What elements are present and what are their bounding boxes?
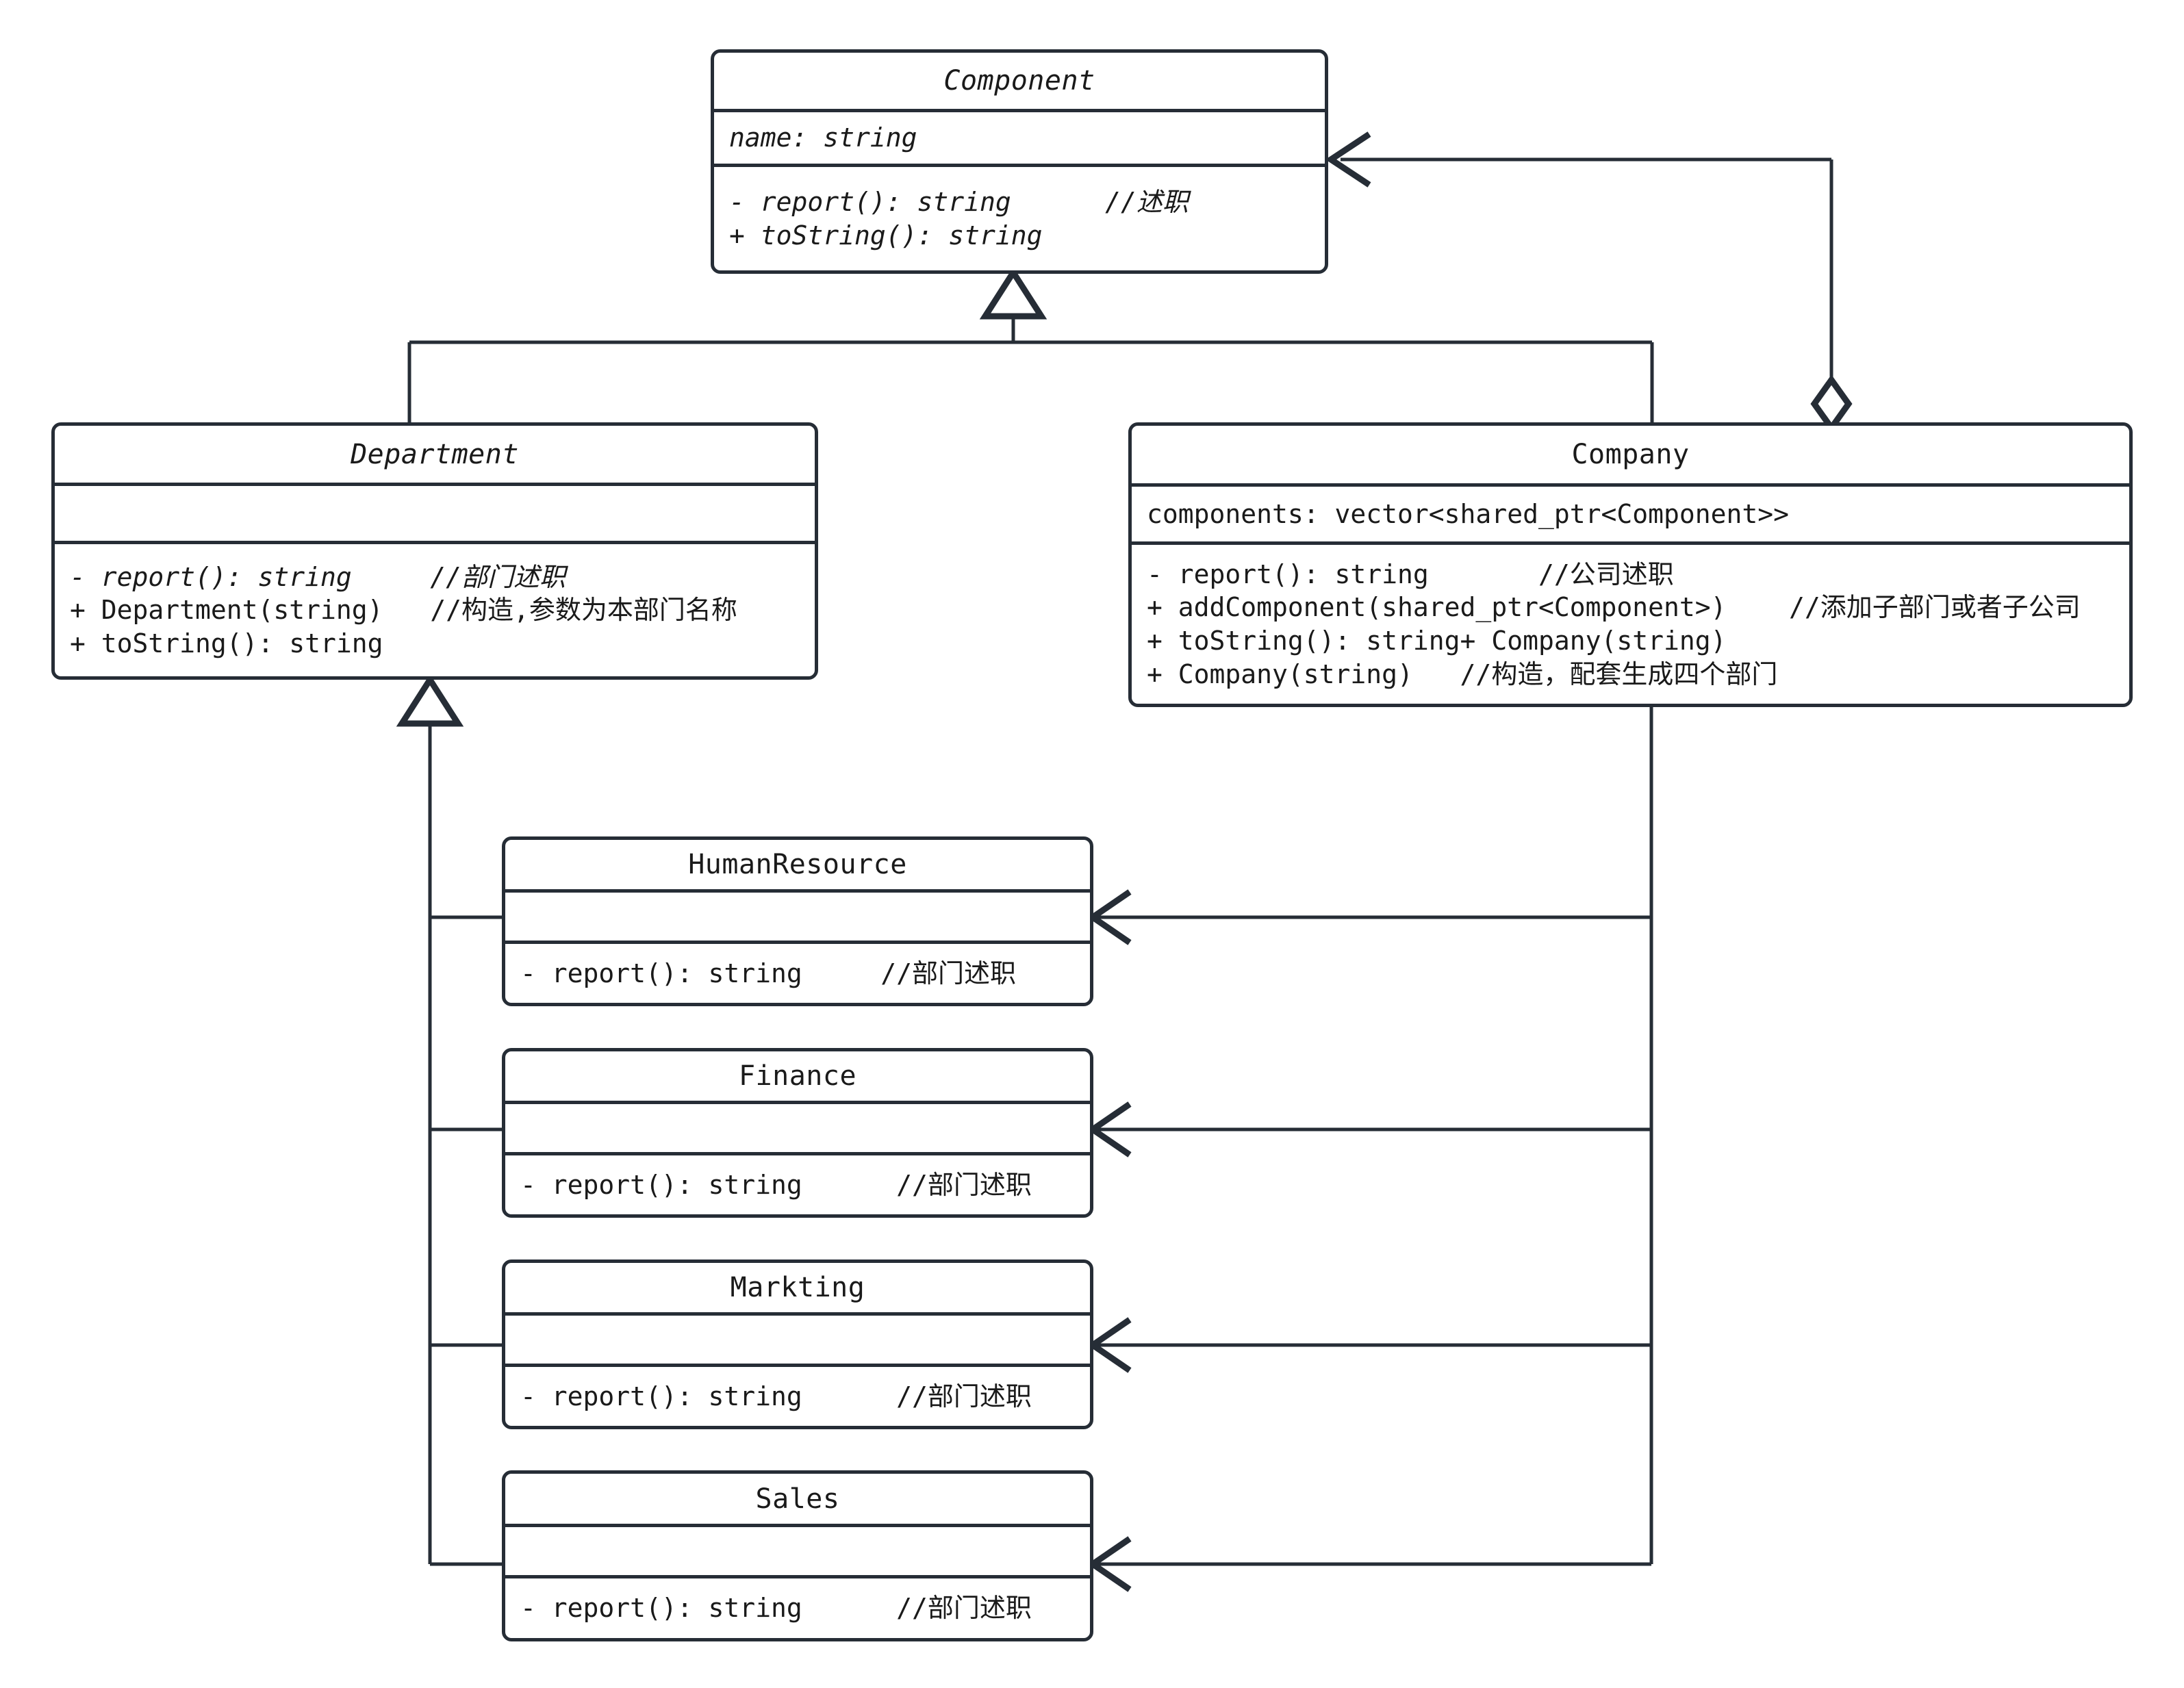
- generalization-triangle-department: [396, 674, 464, 727]
- class-title-component: Component: [943, 65, 1095, 97]
- open-arrowhead-humanresource: [1087, 889, 1132, 945]
- operation-row: + toString(): string: [729, 220, 1043, 251]
- operation-row: + Department(string) //构造,参数为本部门名称: [70, 595, 737, 626]
- class-attributes-markting: [505, 1312, 1090, 1364]
- open-arrowhead-finance: [1087, 1101, 1132, 1158]
- class-attributes-sales: [505, 1524, 1090, 1575]
- class-attributes-company: components: vector<shared_ptr<Component>…: [1132, 483, 2129, 541]
- operation-row: + Company(string) //构造，配套生成四个部门: [1147, 658, 1778, 689]
- open-arrowhead-sales: [1087, 1536, 1132, 1592]
- generalization-triangle-component: [979, 266, 1047, 320]
- operation-row: - report(): string //公司述职: [1147, 559, 1674, 589]
- class-title-department: Department: [351, 438, 519, 470]
- class-operations-company: - report(): string //公司述职 + addComponent…: [1132, 541, 2129, 704]
- class-operations-component: - report(): string //述职 + toString(): st…: [714, 164, 1325, 270]
- class-title-markting: Markting: [730, 1272, 865, 1303]
- operation-row: - report(): string //部门述职: [70, 561, 566, 592]
- generalization-to-component: [407, 315, 1654, 423]
- class-attributes-finance: [505, 1101, 1090, 1152]
- class-box-department[interactable]: Department - report(): string //部门述职 + D…: [51, 422, 818, 680]
- operation-row: - report(): string //部门述职: [520, 1593, 1032, 1624]
- attribute-row: components: vector<shared_ptr<Component>…: [1147, 498, 1789, 529]
- class-box-component[interactable]: Component name: string - report(): strin…: [711, 49, 1328, 274]
- open-arrowhead-markting: [1087, 1317, 1132, 1373]
- class-operations-markting: - report(): string //部门述职: [505, 1364, 1090, 1426]
- operation-row: + addComponent(shared_ptr<Component>) //…: [1147, 592, 2081, 623]
- class-title-company: Company: [1571, 439, 1690, 470]
- class-box-humanresource[interactable]: HumanResource - report(): string //部门述职: [502, 836, 1093, 1006]
- class-operations-finance: - report(): string //部门述职: [505, 1152, 1090, 1214]
- operation-row: - report(): string //部门述职: [520, 1381, 1032, 1411]
- class-attributes-component: name: string: [714, 109, 1325, 164]
- class-operations-sales: - report(): string //部门述职: [505, 1575, 1090, 1638]
- class-attributes-department: [55, 483, 815, 541]
- class-operations-humanresource: - report(): string //部门述职: [505, 941, 1090, 1003]
- class-operations-department: - report(): string //部门述职 + Department(s…: [55, 541, 815, 676]
- class-box-markting[interactable]: Markting - report(): string //部门述职: [502, 1259, 1093, 1429]
- aggregation-diamond: [1810, 374, 1853, 433]
- class-title-sales: Sales: [755, 1483, 840, 1515]
- class-box-finance[interactable]: Finance - report(): string //部门述职: [502, 1048, 1093, 1218]
- aggregation-company-component: [1341, 157, 1833, 380]
- generalization-to-department: [428, 722, 503, 1566]
- operation-row: + toString(): string+ Company(string): [1147, 626, 1727, 656]
- operation-row: - report(): string //述职: [729, 186, 1189, 217]
- class-box-company[interactable]: Company components: vector<shared_ptr<Co…: [1128, 422, 2133, 707]
- attribute-row: name: string: [729, 123, 917, 153]
- operation-row: + toString(): string: [70, 628, 383, 658]
- class-box-sales[interactable]: Sales - report(): string //部门述职: [502, 1470, 1093, 1641]
- aggregation-open-arrowhead: [1325, 131, 1371, 188]
- operation-row: - report(): string //部门述职: [520, 1169, 1032, 1200]
- operation-row: - report(): string //部门述职: [520, 958, 1016, 988]
- class-title-finance: Finance: [738, 1060, 857, 1092]
- class-attributes-humanresource: [505, 889, 1090, 941]
- company-to-departments-trunk: [1095, 707, 1653, 1566]
- class-title-humanresource: HumanResource: [688, 849, 907, 880]
